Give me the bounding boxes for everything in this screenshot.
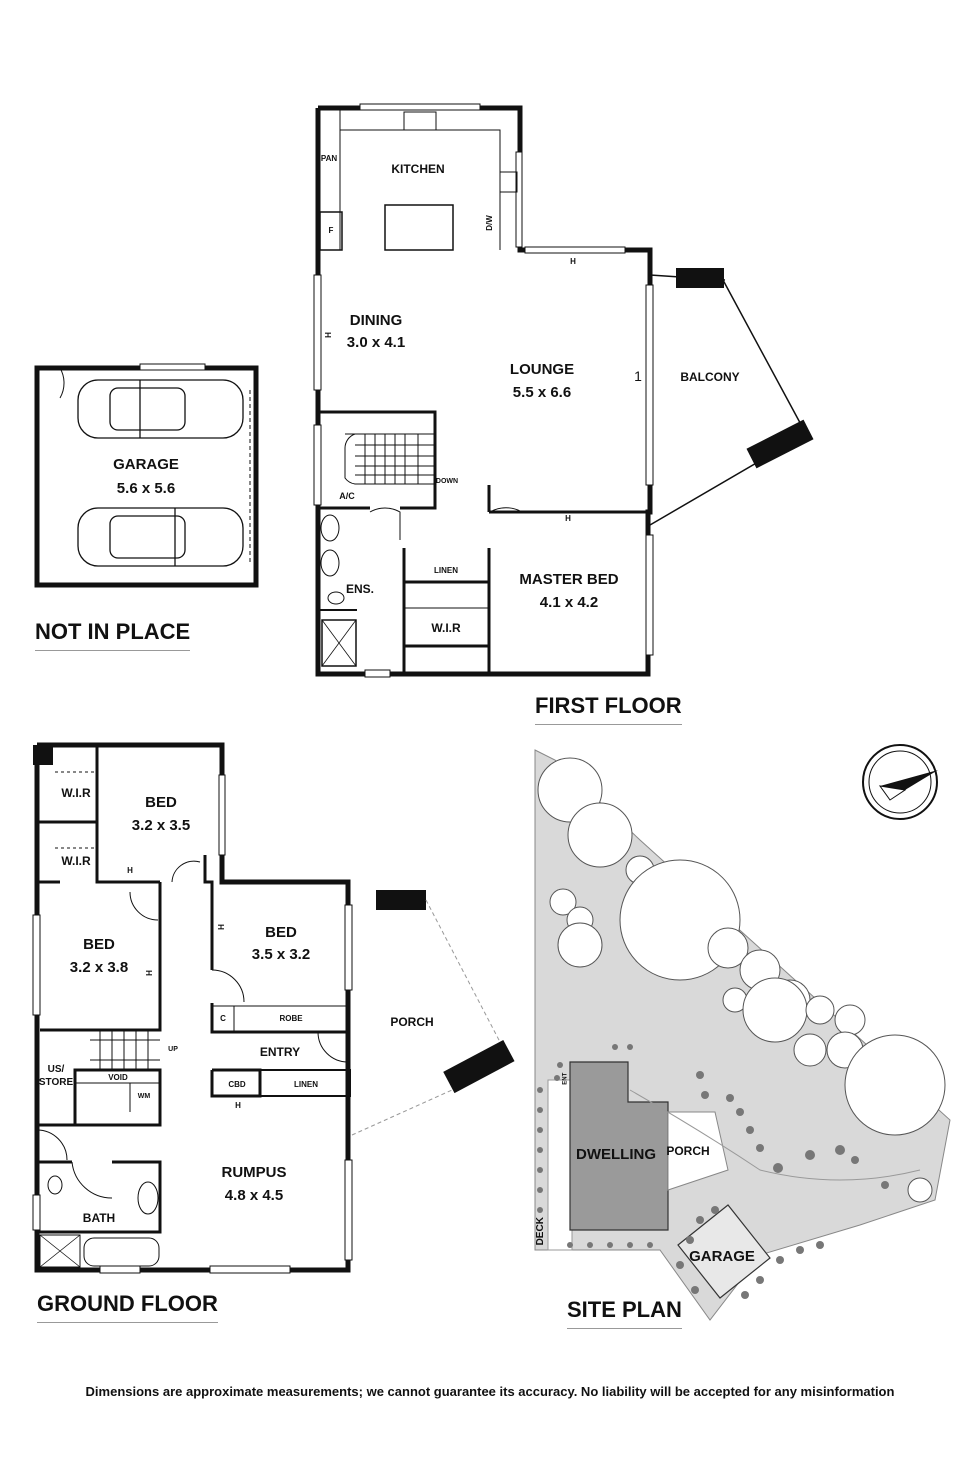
bed-3-dims: 3.5 x 3.2 (251, 946, 311, 963)
linen-label: LINEN (294, 1080, 318, 1089)
ent-label: ENT (562, 1072, 569, 1085)
heading-not-in-place: NOT IN PLACE (35, 618, 191, 651)
site-porch-label: PORCH (666, 1144, 710, 1158)
site-garage-label: GARAGE (689, 1248, 755, 1265)
disclaimer-footer: Dimensions are approximate measurements;… (85, 1384, 895, 1399)
heater-mark: H (127, 866, 133, 875)
lounge-mark: 1 (634, 368, 642, 384)
bath-label: BATH (82, 1211, 116, 1225)
wm-label: WM (137, 1093, 151, 1100)
down-label: DOWN (435, 478, 459, 485)
rumpus-dims: 4.8 x 4.5 (224, 1187, 284, 1204)
porch-label: PORCH (390, 1015, 434, 1029)
master-bed-name: MASTER BED (519, 571, 619, 588)
bed-1-name: BED (145, 794, 177, 811)
first-floor-plan (313, 103, 814, 678)
pantry-label: PAN (320, 154, 338, 163)
us-store-label: US/ STORE (38, 1064, 74, 1088)
lounge-name: LOUNGE (509, 361, 575, 378)
dining-dims: 3.0 x 4.1 (346, 334, 406, 351)
wir-1-label: W.I.R (61, 786, 91, 800)
cbd-label: CBD (228, 1080, 246, 1089)
bed-2-name: BED (83, 936, 115, 953)
garage-dims: 5.6 x 5.6 (116, 480, 176, 497)
up-label: UP (168, 1046, 178, 1053)
heater-mark: H (145, 970, 154, 976)
heater-mark: H (324, 332, 333, 338)
ensuite-label: ENS. (345, 582, 375, 596)
dining-name: DINING (349, 312, 403, 329)
master-bed-dims: 4.1 x 4.2 (539, 594, 599, 611)
bed-2-dims: 3.2 x 3.8 (69, 959, 129, 976)
void-label: VOID (108, 1073, 128, 1082)
balcony-label: BALCONY (680, 370, 740, 384)
dwelling-label: DWELLING (576, 1146, 656, 1163)
bed-1-dims: 3.2 x 3.5 (131, 817, 191, 834)
heading-first-floor: FIRST FLOOR (535, 692, 682, 725)
robe-label: ROBE (279, 1014, 303, 1023)
heading-ground-floor: GROUND FLOOR (37, 1290, 218, 1323)
rumpus-name: RUMPUS (221, 1164, 287, 1181)
ground-floor-plan (32, 742, 515, 1274)
site-plan (534, 749, 951, 1321)
deck-label: DECK (534, 1217, 546, 1246)
linen-label: LINEN (434, 566, 458, 575)
cupboard-label: C (220, 1014, 226, 1023)
heater-mark: H (235, 1101, 241, 1110)
fridge-label: F (328, 226, 334, 235)
compass-icon (862, 744, 938, 820)
heater-mark: H (217, 924, 226, 930)
bed-3-name: BED (265, 924, 297, 941)
tree-icon (537, 757, 946, 1203)
wir-label: W.I.R (431, 621, 461, 635)
ac-label: A/C (339, 491, 355, 501)
car-icon (77, 507, 244, 567)
car-icon (77, 379, 244, 439)
garage-name: GARAGE (113, 456, 179, 473)
dishwasher-label: D/W (485, 215, 494, 231)
garage-not-in-place (34, 363, 259, 588)
heater-mark: H (565, 514, 571, 523)
wir-2-label: W.I.R (61, 854, 91, 868)
heading-site-plan: SITE PLAN (567, 1296, 682, 1329)
entry-label: ENTRY (259, 1045, 301, 1059)
kitchen-label: KITCHEN (391, 162, 445, 176)
heater-mark: H (570, 257, 576, 266)
lounge-dims: 5.5 x 6.6 (512, 384, 572, 401)
